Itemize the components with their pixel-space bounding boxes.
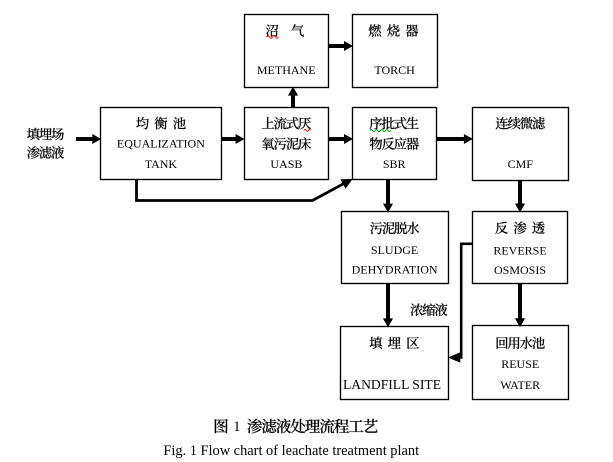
svg-text:REVERSE: REVERSE (493, 244, 546, 258)
svg-text:SLUDGE: SLUDGE (371, 243, 418, 257)
svg-text:EQUALIZATION: EQUALIZATION (117, 137, 205, 151)
svg-text:Fig. 1 Flow chart of leachate: Fig. 1 Flow chart of leachate treatment … (163, 443, 419, 459)
svg-text:UASB: UASB (270, 157, 302, 171)
svg-text:1: 1 (233, 419, 240, 435)
svg-text:DEHYDRATION: DEHYDRATION (352, 262, 438, 276)
svg-text:REUSE: REUSE (501, 357, 539, 371)
svg-text:WATER: WATER (500, 378, 540, 392)
svg-text:METHANE: METHANE (257, 63, 316, 77)
svg-text:OSMOSIS: OSMOSIS (494, 263, 546, 277)
svg-text:CMF: CMF (508, 157, 534, 171)
svg-text:SBR: SBR (383, 157, 406, 171)
svg-text:TANK: TANK (145, 157, 178, 171)
svg-text:TORCH: TORCH (374, 63, 415, 77)
svg-text:LANDFILL SITE: LANDFILL SITE (343, 377, 441, 392)
